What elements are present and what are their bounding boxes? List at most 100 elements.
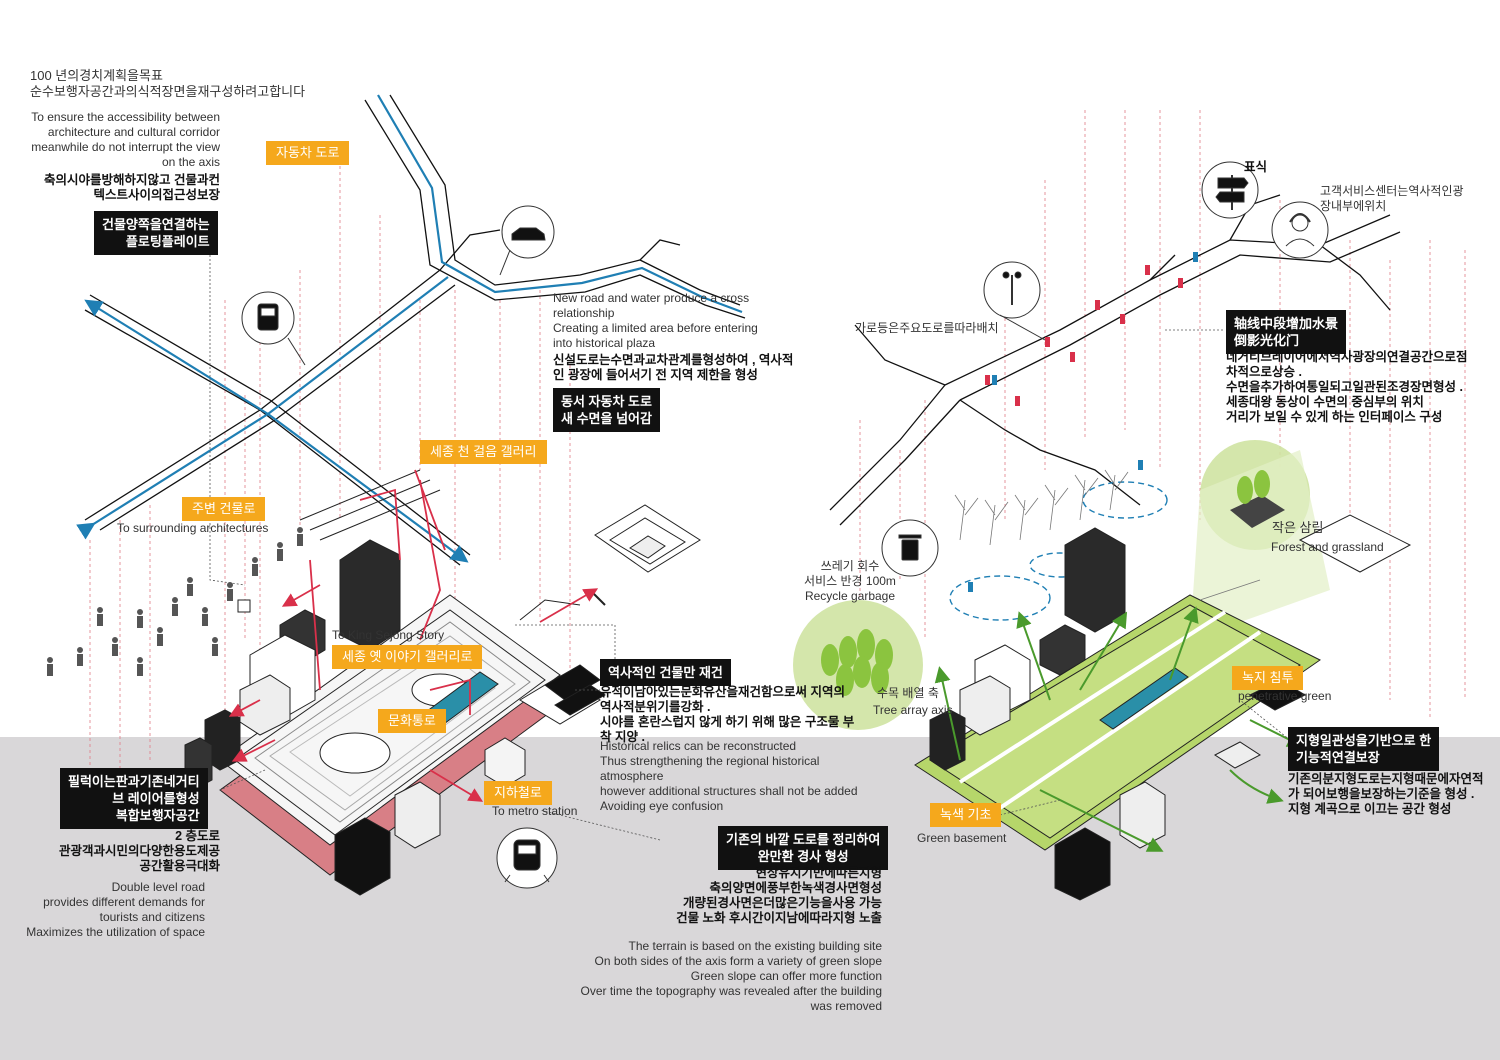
terrain-ko-line: 축의양면에풍부한녹색경사면형성 [709, 881, 882, 895]
crossing-ko: 신설도로는수면과교차관계를형성하여 , 역사적 인 광장에 들어서기 전 지역 … [553, 353, 793, 383]
tree-axis-ko: 수목 배열 축 [877, 686, 939, 700]
rebuild-ko-line: 착 지양 . [600, 730, 645, 744]
metro-tag: 지하철로 [484, 781, 552, 805]
water-feature-line: 차적으로상승 . [1226, 365, 1302, 379]
terrain-ko-line: 건물 노화 후시간이지남에따라지형 노출 [676, 911, 882, 925]
king-sejong-tag: 세종 옛 이야기 갤러리로 [332, 645, 483, 669]
rebuild-en: Historical relics can be reconstructed T… [600, 739, 858, 814]
pilotis-tag-line: 필럭이는판과기존네거티 [68, 774, 200, 789]
street-lamp-label: 가로등은주요도로를따라배치 [855, 321, 999, 335]
car-road-tag: 자동차 도로 [266, 141, 350, 165]
terrain-en-line: The terrain is based on the existing bui… [628, 939, 882, 953]
east-west-road-tag: 동서 자동차 도로 새 수면을 넘어감 [553, 388, 660, 432]
accessibility-ko-line: 축의시야를방해하지않고 건물과컨 [44, 173, 220, 187]
culture-corridor-tag: 문화통로 [378, 709, 446, 733]
rebuild-en-line: however additional structures shall not … [600, 784, 858, 798]
terrain-ko: 현상유지기반에따른지형 축의양면에풍부한녹색경사면형성 개량된경사면은더많은기능… [590, 866, 882, 926]
right-road-network [829, 194, 1401, 526]
double-road-ko: 2 층도로 관광객과시민의다양한용도제공 공간활용극대화 [10, 829, 220, 874]
accessibility-ko: 축의시야를방해하지않고 건물과컨 텍스트사이의접근성보장 [10, 173, 220, 203]
terrain-en-line: Green slope can offer more function [690, 969, 882, 983]
rebuild-ko: 유적이남아있는문화유산을재건함으로써 지역의 역사적분위기를강화 . 시야를 혼… [600, 685, 854, 745]
double-road-ko-line: 공간활용극대화 [139, 859, 220, 873]
signpost-icon [1201, 161, 1259, 219]
garbage-label-line: Recycle garbage [804, 589, 896, 603]
crossing-en: New road and water produce a cross relat… [553, 291, 758, 351]
pilotis-tag-line: 브 레이어를형성 [112, 791, 200, 806]
green-penetration-en: penetrative green [1238, 689, 1332, 703]
green-penetration-tag: 녹지 침투 [1232, 666, 1304, 690]
garbage-label-line: 서비스 반경 100m [804, 574, 896, 588]
water-feature-line: 수면을추가하여통일되고일관된조경장면형성 . [1226, 380, 1463, 394]
garbage-label: 쓰레기 회수 서비스 반경 100m Recycle garbage [790, 559, 910, 604]
connection-line: 지형 계곡으로 이끄는 공간 형성 [1288, 802, 1452, 816]
bus-icon [241, 291, 306, 366]
left-buildings [184, 469, 701, 896]
rebuild-en-line: Thus strengthening the regional historic… [600, 754, 820, 768]
terrain-tag-line: 기존의 바깥 도로를 정리하여 [726, 832, 881, 847]
train-icon [496, 827, 558, 889]
floating-plate-tag-line: 플로팅플레이트 [125, 234, 210, 249]
connection-text: 기존의분지형도로는지형때문에자연적 가 되어보행을보장하는기준을 형성 . 지형… [1288, 772, 1484, 817]
green-basement-tag: 녹색 기초 [930, 803, 1002, 827]
water-feature-line: 거리가 보일 수 있게 하는 인터페이스 구성 [1226, 410, 1443, 424]
east-west-road-tag-line: 동서 자동차 도로 [561, 394, 652, 409]
crossing-en-line: relationship [553, 306, 615, 320]
street-markers [968, 252, 1198, 592]
accessibility-ko-line: 텍스트사이의접근성보장 [93, 188, 220, 202]
metro-en: To metro station [492, 804, 578, 818]
intro-title-line2: 순수보행자공간과의식적장면을재구성하려고합니다 [30, 84, 306, 99]
car-icon [499, 205, 555, 276]
water-feature-line: 네거티브레이어에서역사광장의연결공간으로점 [1226, 350, 1468, 364]
crossing-ko-line: 신설도로는수면과교차관계를형성하여 , 역사적 [553, 353, 794, 367]
double-road-ko-line: 2 층도로 [175, 829, 220, 843]
king-sejong-en: To King Sejong Story [332, 628, 445, 642]
crossing-en-line: into historical plaza [553, 336, 656, 350]
water-feature-tag-line: 轴线中段增加水景 [1234, 316, 1339, 331]
garbage-label-line: 쓰레기 회수 [820, 559, 880, 573]
rebuild-en-line: atmosphere [600, 769, 664, 783]
water-feature-text: 네거티브레이어에서역사광장의연결공간으로점 차적으로상승 . 수면을추가하여통일… [1226, 350, 1468, 425]
double-road-en-line: provides different demands for [43, 895, 205, 909]
bare-trees [954, 469, 1261, 601]
connection-line: 가 되어보행을보장하는기준을 형성 . [1288, 787, 1475, 801]
gallery-tag: 세종 천 걸음 갤러리 [420, 440, 547, 464]
terrain-tag-line: 완만환 경사 형성 [757, 849, 849, 864]
crossing-ko-line: 인 광장에 들어서기 전 지역 제한을 형성 [553, 368, 758, 382]
forest-en: Forest and grassland [1271, 540, 1384, 554]
tree-axis-en: Tree array axis [873, 703, 953, 717]
floating-plate-tag: 건물양쪽을연결하는 플로팅플레이트 [94, 211, 218, 255]
accessibility-en-line: To ensure the accessibility between [31, 110, 220, 124]
leaders-right [999, 329, 1291, 816]
service-center-label: 고객서비스센터는역사적인광 장내부에위치 [1320, 184, 1464, 214]
terrain-ko-line: 현상유지기반에따른지형 [755, 866, 882, 880]
terrain-ko-line: 개량된경사면은더많은기능을사용 가능 [683, 896, 882, 910]
rebuild-en-line: Historical relics can be reconstructed [600, 739, 797, 753]
surrounding-tag: 주변 건물로 [182, 497, 266, 521]
east-west-road-tag-line: 새 수면을 넘어감 [561, 411, 652, 426]
rebuild-ko-line: 유적이남아있는문화유산을재건함으로써 지역의 [600, 685, 845, 699]
street-lamp-icon [983, 261, 1046, 341]
water-feature-tag-line: 倒影光化门 [1234, 333, 1300, 348]
rebuild-en-line: Avoiding eye confusion [600, 799, 724, 813]
terrain-en-line: Over time the topography was revealed af… [580, 984, 882, 998]
green-flow-arrows [934, 606, 1304, 852]
customer-service-icon [1271, 201, 1329, 259]
crossing-en-line: Creating a limited area before entering [553, 321, 758, 335]
water-feature-tag: 轴线中段增加水景 倒影光化门 [1226, 310, 1347, 354]
service-center-line: 장내부에위치 [1320, 199, 1387, 213]
left-blue-roads [76, 94, 743, 563]
connection-tag-line: 기능적연결보장 [1296, 750, 1380, 765]
double-road-en-line: Double level road [111, 880, 205, 894]
rebuild-ko-line: 시야를 혼란스럽지 않게 하기 위해 많은 구조물 부 [600, 715, 855, 729]
service-center-line: 고객서비스센터는역사적인광 [1320, 184, 1464, 198]
pilotis-tag-line: 복합보행자공간 [115, 808, 200, 823]
connection-line: 기존의분지형도로는지형때문에자연적 [1288, 772, 1484, 786]
rebuild-tag: 역사적인 건물만 재건 [600, 659, 731, 686]
connection-tag-line: 지형일관성을기반으로 한 [1296, 733, 1432, 748]
green-basement-en: Green basement [917, 831, 1007, 845]
pedestrian-figures [47, 527, 303, 676]
accessibility-en: To ensure the accessibility between arch… [10, 110, 220, 170]
double-road-en: Double level road provides different dem… [5, 880, 205, 940]
